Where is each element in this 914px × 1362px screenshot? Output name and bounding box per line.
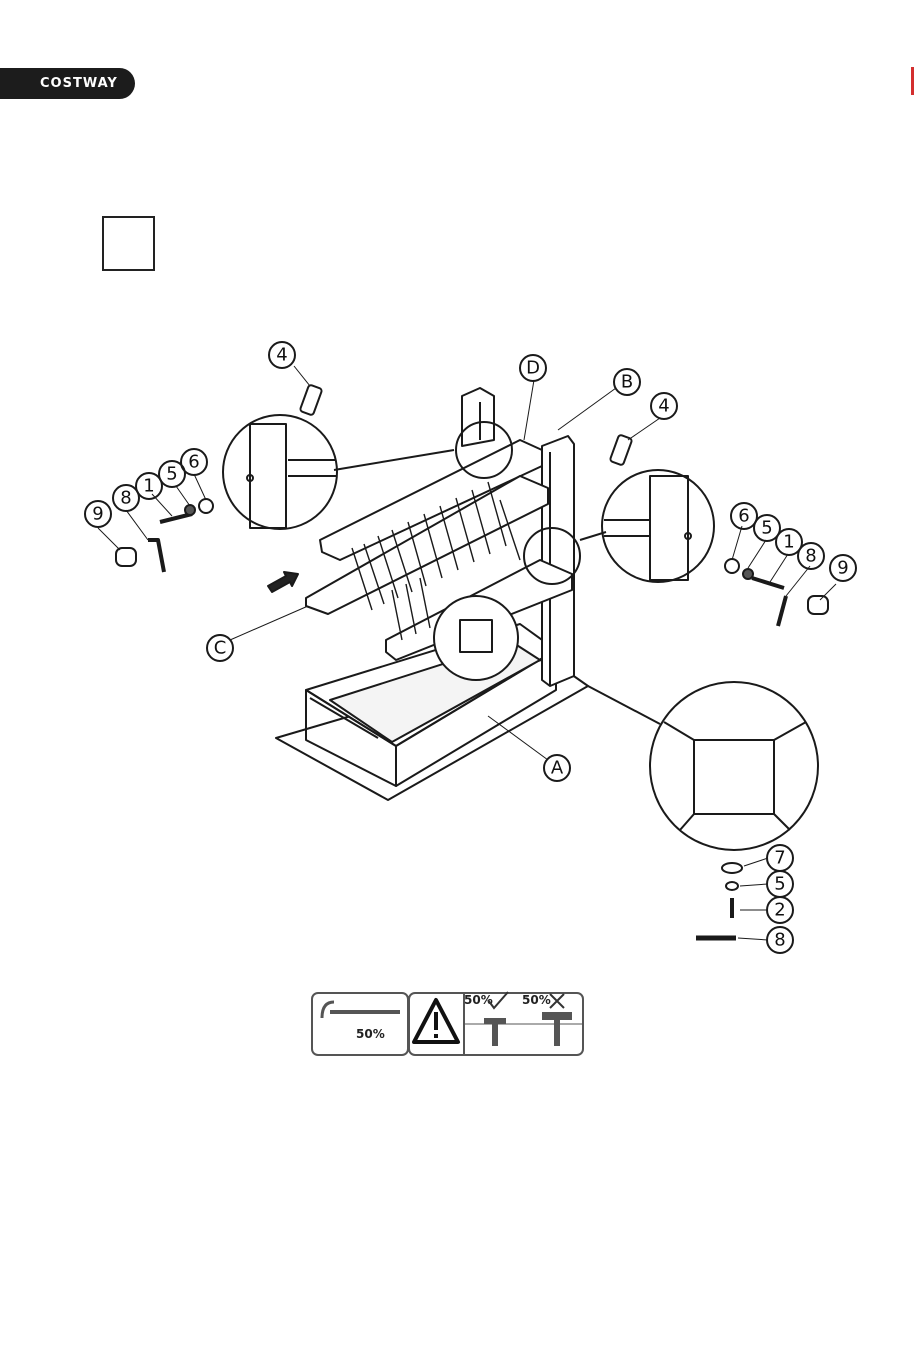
callout-6-left: 6 xyxy=(188,452,199,473)
bolt-ok-icon xyxy=(484,1018,506,1024)
callout-a: A xyxy=(551,758,564,779)
zoom-bottom-right xyxy=(650,682,818,850)
callout-8-bottom: 8 xyxy=(774,930,785,951)
callout-2-bottom: 2 xyxy=(774,900,785,921)
callout-1-right: 1 xyxy=(783,532,794,553)
callout-5-right: 5 xyxy=(761,518,772,539)
post-b xyxy=(542,436,574,686)
zoom-left xyxy=(223,415,337,529)
callout-4-right: 4 xyxy=(658,396,669,417)
callout-1-left: 1 xyxy=(143,476,154,497)
callout-4-left: 4 xyxy=(276,345,287,366)
callout-8-right: 8 xyxy=(805,546,816,567)
direction-arrow xyxy=(268,572,298,592)
callout-5-bottom: 5 xyxy=(774,874,785,895)
torque-percent: 50% xyxy=(356,1027,385,1041)
callout-6-right: 6 xyxy=(738,506,749,527)
callout-b: B xyxy=(621,372,633,393)
zoom-center xyxy=(434,596,518,680)
zoom-right xyxy=(602,470,714,582)
callout-9-left: 9 xyxy=(92,504,103,525)
bad-percent: 50% xyxy=(522,993,551,1007)
callout-5-left: 5 xyxy=(166,464,177,485)
callout-8-left: 8 xyxy=(120,488,131,509)
post-d xyxy=(462,388,494,446)
tightening-notice: 50% 50% 50% xyxy=(312,992,583,1055)
callout-7-bottom: 7 xyxy=(774,848,785,869)
bolt-over-icon xyxy=(542,1012,572,1020)
callout-d: D xyxy=(526,358,540,379)
callout-c: C xyxy=(214,638,227,659)
callout-9-right: 9 xyxy=(837,558,848,579)
